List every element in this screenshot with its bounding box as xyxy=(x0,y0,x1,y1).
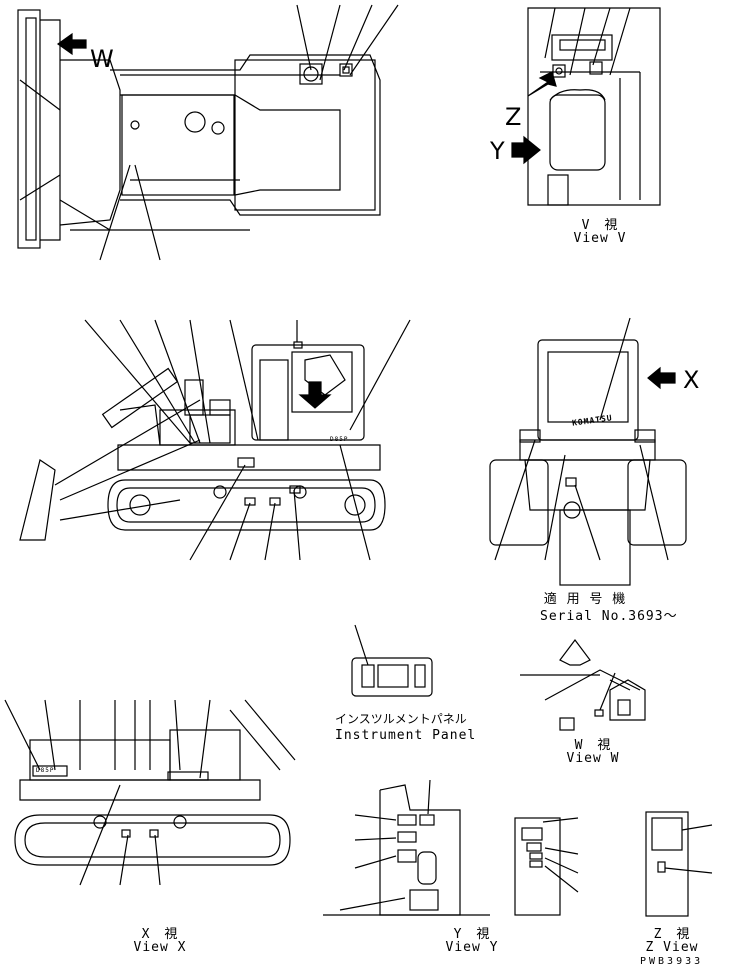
view-x-jp: X 視 xyxy=(141,927,179,942)
instrument-panel-en: Instrument Panel xyxy=(335,728,477,743)
arrow-label-z: Z xyxy=(505,103,522,131)
instrument-panel-diagram xyxy=(351,624,433,697)
serial-jp: 適 用 号 機 xyxy=(543,592,627,607)
drawing-code: PWB3933 xyxy=(640,956,704,967)
model-decal-x: D85P xyxy=(36,767,55,774)
rear-view-dozer xyxy=(489,317,687,586)
view-z-jp: Z 視 xyxy=(653,927,691,942)
view-v-diagram xyxy=(511,7,661,206)
view-v-jp: V 視 xyxy=(581,218,619,233)
view-y-jp: Y 視 xyxy=(453,927,491,942)
arrow-label-w: W xyxy=(90,45,114,73)
view-w-diagram xyxy=(520,639,646,731)
view-z-en: Z View xyxy=(645,940,699,955)
top-view-dozer xyxy=(17,4,399,261)
view-x-diagram xyxy=(4,699,296,886)
view-v-en: View V xyxy=(573,231,627,246)
instrument-panel-jp: インスツルメントパネル xyxy=(335,712,467,726)
view-w-jp: W 視 xyxy=(574,738,612,753)
arrow-label-x: X xyxy=(683,366,700,394)
view-w-en: View W xyxy=(566,751,620,766)
view-y-en: View Y xyxy=(445,940,499,955)
view-z-diagram xyxy=(514,811,713,917)
view-y-diagram xyxy=(323,779,490,916)
serial-en: Serial No.3693～ xyxy=(540,609,678,624)
view-x-en: View X xyxy=(133,940,187,955)
model-decal-side: D85P xyxy=(330,436,349,443)
side-view-dozer xyxy=(19,319,411,561)
arrow-label-y: Y xyxy=(490,137,505,165)
